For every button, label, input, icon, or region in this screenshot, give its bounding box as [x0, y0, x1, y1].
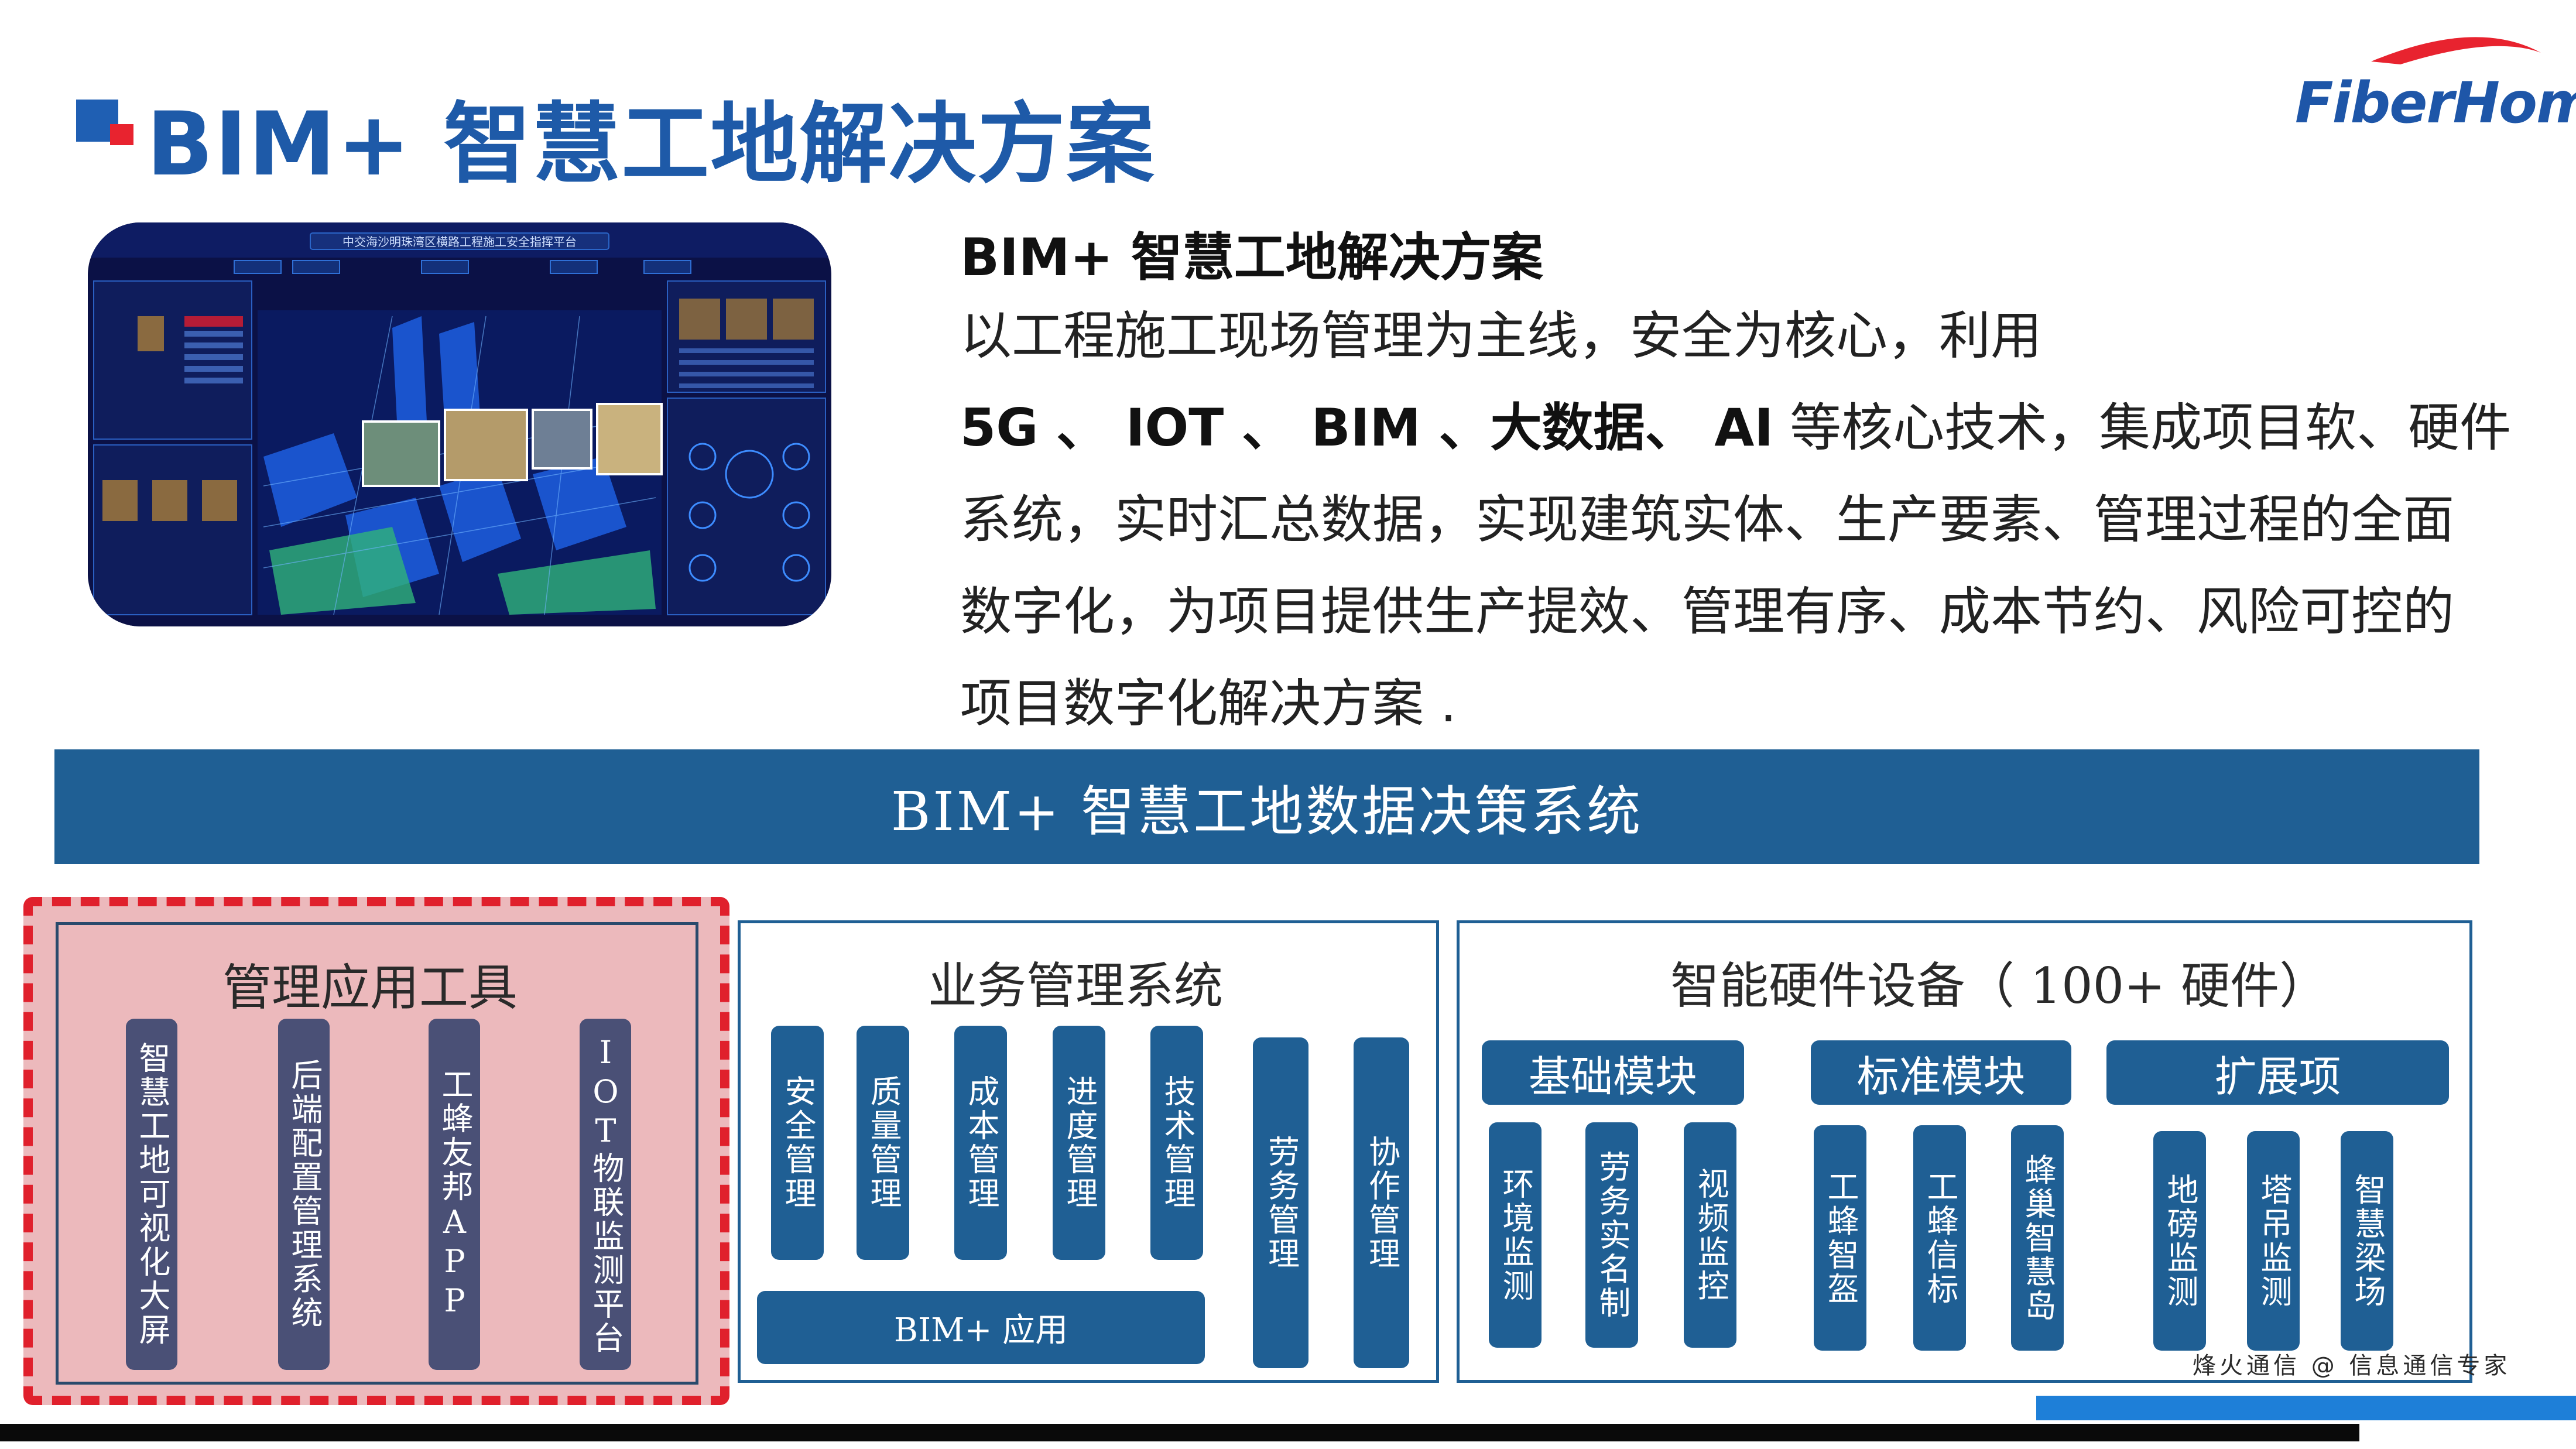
- dashboard-screenshot: 中交海沙明珠湾区横路工程施工安全指挥平台: [88, 222, 831, 626]
- intro-paragraph: BIM+ 智慧工地解决方案 以工程施工现场管理为主线，安全为核心，利用 5G 、…: [960, 225, 2511, 749]
- hw-weighbridge[interactable]: 地磅监测: [2153, 1131, 2206, 1351]
- logo-text: FiberHome: [2295, 70, 2576, 136]
- hardware-panel: 智能硬件设备（ 100+ 硬件） 基础模块 标准模块 扩展项 环境监测 劳务实名…: [1457, 920, 2472, 1383]
- intro-tech-keywords: 5G 、 IOT 、 BIM 、大数据、 AI: [960, 398, 1774, 458]
- dashboard-header-text: 中交海沙明珠湾区横路工程施工安全指挥平台: [342, 235, 577, 249]
- hw-tower-crane[interactable]: 塔吊监测: [2247, 1131, 2300, 1351]
- tool-visual-dashboard[interactable]: 智慧工地可视化大屏: [126, 1019, 177, 1370]
- management-tools-title: 管理应用工具: [222, 959, 518, 1016]
- title-bullet-icon: [76, 100, 135, 146]
- hw-smart-island[interactable]: 蜂巢智慧岛: [2011, 1125, 2064, 1351]
- biz-safety[interactable]: 安全管理: [771, 1026, 824, 1260]
- intro-line-3: 系统，实时汇总数据，实现建筑实体、生产要素、管理过程的全面: [960, 489, 2455, 550]
- hw-beacon[interactable]: 工蜂信标: [1913, 1125, 1966, 1351]
- logo-swoosh-icon: [2371, 37, 2541, 64]
- biz-collaboration[interactable]: 协作管理: [1354, 1037, 1409, 1368]
- intro-line-1: 以工程施工现场管理为主线，安全为核心，利用: [960, 306, 2043, 366]
- tool-backend-config[interactable]: 后端配置管理系统: [278, 1019, 330, 1370]
- biz-labor[interactable]: 劳务管理: [1253, 1037, 1308, 1368]
- module-basic[interactable]: 基础模块: [1482, 1040, 1744, 1105]
- footer-black-bar: [0, 1424, 2359, 1441]
- management-tools-panel: 管理应用工具 智慧工地可视化大屏 后端配置管理系统 工蜂友邦APP IOT物联监…: [56, 922, 698, 1385]
- biz-technical[interactable]: 技术管理: [1150, 1026, 1203, 1260]
- hw-environment[interactable]: 环境监测: [1489, 1122, 1542, 1348]
- module-standard[interactable]: 标准模块: [1811, 1040, 2071, 1105]
- business-system-panel: 业务管理系统 安全管理 质量管理 成本管理 进度管理 技术管理 劳务管理 协作管…: [738, 920, 1439, 1383]
- biz-cost[interactable]: 成本管理: [954, 1026, 1007, 1260]
- business-system-title: 业务管理系统: [928, 957, 1224, 1015]
- intro-line-2-rest: 等核心技术，集成项目软、硬件: [1773, 398, 2512, 458]
- biz-quality[interactable]: 质量管理: [857, 1026, 909, 1260]
- system-banner: BIM+ 智慧工地数据决策系统: [54, 749, 2479, 864]
- footer-watermark: 烽火通信 @ 信息通信专家: [2193, 1352, 2511, 1379]
- bim-app-button[interactable]: BIM+ 应用: [757, 1291, 1205, 1364]
- hw-smart-helmet[interactable]: 工蜂智盔: [1814, 1125, 1866, 1351]
- intro-line-5: 项目数字化解决方案 .: [960, 673, 1457, 734]
- fiberhome-logo: FiberHome: [2283, 29, 2576, 136]
- intro-line-2: 5G 、 IOT 、 BIM 、大数据、 AI 等核心技术，集成项目软、硬件: [960, 382, 2511, 474]
- intro-line-4: 数字化，为项目提供生产提效、管理有序、成本节约、风险可控的: [960, 581, 2455, 642]
- hw-beam-yard[interactable]: 智慧梁场: [2341, 1131, 2393, 1351]
- hw-labor-id[interactable]: 劳务实名制: [1585, 1122, 1638, 1348]
- module-extension[interactable]: 扩展项: [2106, 1040, 2449, 1105]
- intro-title: BIM+ 智慧工地解决方案: [960, 227, 1543, 287]
- page-title: BIM+ 智慧工地解决方案: [146, 94, 1156, 196]
- tool-iot-platform[interactable]: IOT物联监测平台: [580, 1019, 631, 1370]
- tool-gongfeng-app[interactable]: 工蜂友邦APP: [429, 1019, 480, 1370]
- hardware-title: 智能硬件设备（ 100+ 硬件）: [1670, 957, 2329, 1015]
- footer-blue-bar: [2036, 1396, 2576, 1420]
- hw-video[interactable]: 视频监控: [1684, 1122, 1736, 1348]
- biz-schedule[interactable]: 进度管理: [1053, 1026, 1105, 1260]
